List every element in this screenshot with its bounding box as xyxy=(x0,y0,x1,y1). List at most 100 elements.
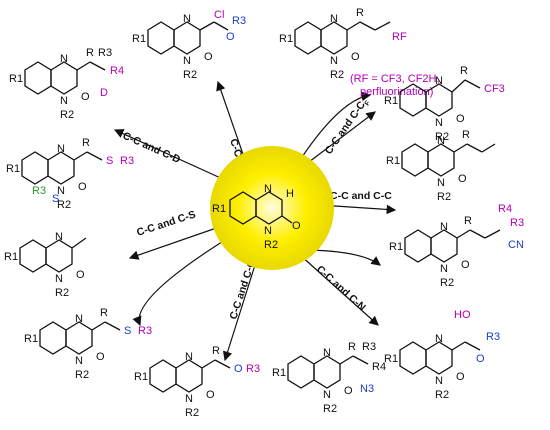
r3-label: R3 xyxy=(486,331,500,343)
core-o: O xyxy=(78,181,87,193)
core-r2: R2 xyxy=(435,389,449,401)
bond xyxy=(339,355,354,365)
core-r1: R1 xyxy=(279,33,293,45)
core-r1: R1 xyxy=(386,155,400,167)
core-n: N xyxy=(323,389,331,401)
ho-label: HO xyxy=(454,309,471,321)
pyrazinone-ring xyxy=(50,61,78,95)
pyrazinone-ring xyxy=(320,21,348,55)
benzene-ring xyxy=(401,143,429,177)
r-label: R xyxy=(212,345,220,357)
core-r2: R2 xyxy=(185,407,199,419)
n3-label: N3 xyxy=(360,383,374,395)
bond xyxy=(214,359,231,369)
core-n: N xyxy=(75,355,83,367)
bond xyxy=(464,79,481,89)
core-o: O xyxy=(96,351,105,363)
arrow-cl xyxy=(216,80,246,161)
core-r2: R2 xyxy=(435,131,449,143)
sulfur-label: S xyxy=(52,193,59,205)
pyrazinone-ring xyxy=(430,229,458,263)
label-c-n: C-C and C-N xyxy=(314,263,368,313)
core-n: N xyxy=(323,347,331,359)
bond xyxy=(374,21,391,31)
core-r1: R1 xyxy=(9,73,23,85)
center-glow xyxy=(210,146,334,270)
core-r1: R1 xyxy=(132,33,146,45)
arrow-cf3 xyxy=(299,91,372,161)
bond xyxy=(86,151,103,161)
core-o: O xyxy=(81,91,90,103)
core-r2: R2 xyxy=(183,69,197,81)
core-n: N xyxy=(435,117,443,129)
r-label: R xyxy=(86,47,94,59)
benzene-ring xyxy=(24,61,52,95)
r3-label: R3 xyxy=(32,185,46,197)
core-r2: R2 xyxy=(323,403,337,415)
bond xyxy=(346,21,361,31)
bond xyxy=(451,341,466,351)
pyrazinone-ring xyxy=(425,83,453,117)
core-h: H xyxy=(286,188,294,200)
pyrazinone-ring xyxy=(47,151,75,185)
label-c-o: C-C and C-O xyxy=(227,258,258,321)
r-label: R xyxy=(460,65,468,77)
r3-label: R3 xyxy=(98,47,112,59)
carbonyl-bond xyxy=(281,215,293,224)
core-r2: R2 xyxy=(437,191,451,203)
core-o: O xyxy=(292,220,301,232)
sulfur-label: S xyxy=(124,325,131,337)
r4-label: R4 xyxy=(498,203,512,215)
r-label: R xyxy=(348,341,356,353)
benzene-ring xyxy=(294,21,322,55)
core-n: N xyxy=(330,55,338,67)
core-o: O xyxy=(461,259,470,271)
bond xyxy=(213,21,229,31)
r3-label: R3 xyxy=(362,341,376,353)
core-n2: N xyxy=(264,225,272,237)
bond xyxy=(466,143,483,153)
carbonyl-o: O xyxy=(226,31,235,43)
r-label: R xyxy=(462,129,470,141)
benzene-ring xyxy=(404,229,432,263)
bond xyxy=(201,359,216,369)
cn-label: CN xyxy=(508,239,524,251)
core-o: O xyxy=(206,389,215,401)
bond xyxy=(481,143,496,153)
bond xyxy=(199,21,215,31)
core-n: N xyxy=(75,313,83,325)
benzene-ring xyxy=(147,21,175,55)
r4-label: R4 xyxy=(110,65,124,77)
core-n: N xyxy=(437,177,445,189)
ether-o: O xyxy=(234,363,243,375)
bond xyxy=(352,355,369,365)
arrow-cs xyxy=(128,224,226,260)
core-n: N xyxy=(437,135,445,147)
benzene-ring xyxy=(21,151,49,185)
core-n: N xyxy=(435,375,443,387)
bond xyxy=(71,237,87,249)
core-o: O xyxy=(456,371,465,383)
core-o: O xyxy=(76,269,85,281)
core-r2: R2 xyxy=(55,287,69,299)
pyrazinone-ring xyxy=(45,239,73,273)
pyrazinone-ring xyxy=(313,355,341,389)
sulfur-label: S xyxy=(106,155,113,167)
core-n: N xyxy=(435,75,443,87)
bond xyxy=(76,61,91,71)
benzene-ring xyxy=(149,359,177,393)
core-n: N xyxy=(55,231,63,243)
pyrazinone-ring xyxy=(173,21,201,55)
core-o: O xyxy=(204,51,213,63)
label-c-cf: C-C and C-CF xyxy=(323,95,373,158)
bond xyxy=(359,21,376,31)
bond xyxy=(104,321,121,331)
core-n: N xyxy=(435,333,443,345)
core-n: N xyxy=(55,273,63,285)
